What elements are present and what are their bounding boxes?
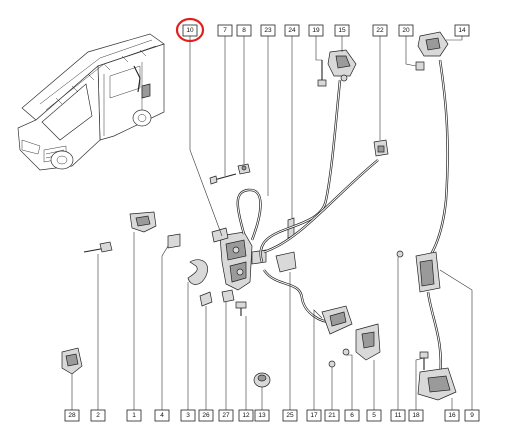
clip-4 bbox=[167, 233, 181, 249]
cable-16-inner bbox=[427, 291, 442, 379]
callout-5[interactable]: 5 bbox=[366, 409, 382, 422]
cable-23-inner bbox=[237, 189, 261, 241]
screw-6 bbox=[342, 348, 350, 356]
svg-text:27: 27 bbox=[222, 412, 230, 419]
svg-text:6: 6 bbox=[350, 412, 354, 419]
callout-15[interactable]: 15 bbox=[334, 24, 350, 37]
svg-text:3: 3 bbox=[186, 412, 190, 419]
damper-13 bbox=[253, 372, 271, 388]
cable-16-outer bbox=[426, 291, 442, 379]
cable-loop-17-inner bbox=[263, 269, 337, 323]
svg-text:22: 22 bbox=[376, 27, 384, 34]
cable-15-outer bbox=[259, 79, 342, 263]
callout-22[interactable]: 22 bbox=[372, 24, 388, 37]
svg-text:10: 10 bbox=[186, 27, 194, 34]
clip-27 bbox=[221, 289, 235, 303]
callout-3[interactable]: 3 bbox=[180, 409, 196, 422]
callout-14[interactable]: 14 bbox=[454, 24, 470, 37]
callout-21[interactable]: 21 bbox=[324, 409, 340, 422]
svg-text:11: 11 bbox=[395, 412, 402, 419]
cable-15-inner bbox=[260, 79, 341, 263]
handle-14 bbox=[415, 31, 449, 71]
lock-mechanism bbox=[211, 227, 267, 291]
svg-text:20: 20 bbox=[402, 27, 410, 34]
rod-7 bbox=[213, 173, 237, 181]
svg-text:8: 8 bbox=[242, 27, 246, 34]
callout-9[interactable]: 9 bbox=[464, 409, 480, 422]
callout-11[interactable]: 11 bbox=[390, 409, 406, 422]
svg-text:19: 19 bbox=[312, 27, 320, 34]
callout-27[interactable]: 27 bbox=[218, 409, 234, 422]
callout-24[interactable]: 24 bbox=[284, 24, 300, 37]
callout-1[interactable]: 1 bbox=[126, 409, 142, 422]
svg-text:7: 7 bbox=[223, 27, 227, 34]
part-28 bbox=[61, 347, 83, 375]
callout-12[interactable]: 12 bbox=[238, 409, 254, 422]
screw-11 bbox=[396, 250, 404, 258]
bracket-25 bbox=[275, 251, 297, 273]
callout-6[interactable]: 6 bbox=[344, 409, 360, 422]
callout-19[interactable]: 19 bbox=[308, 24, 324, 37]
rod-2 bbox=[83, 241, 113, 253]
callout-8[interactable]: 8 bbox=[236, 24, 252, 37]
actuator-9 bbox=[415, 251, 441, 293]
svg-text:1: 1 bbox=[132, 412, 136, 419]
screw-18 bbox=[419, 351, 429, 370]
bracket-1 bbox=[129, 211, 157, 233]
parts bbox=[61, 31, 457, 401]
highlight-circle bbox=[175, 17, 205, 43]
cable-17-inner bbox=[263, 159, 379, 253]
callout-7[interactable]: 7 bbox=[217, 24, 233, 37]
leader-lines bbox=[71, 32, 473, 410]
callout-20[interactable]: 20 bbox=[398, 24, 414, 37]
callout-23[interactable]: 23 bbox=[260, 24, 276, 37]
svg-text:23: 23 bbox=[264, 27, 272, 34]
callout-16[interactable]: 16 bbox=[444, 409, 460, 422]
svg-text:25: 25 bbox=[286, 412, 294, 419]
svg-text:18: 18 bbox=[412, 412, 420, 419]
svg-text:9: 9 bbox=[470, 412, 474, 419]
svg-text:16: 16 bbox=[448, 412, 456, 419]
svg-text:4: 4 bbox=[160, 412, 164, 419]
svg-text:5: 5 bbox=[372, 412, 376, 419]
callout-2[interactable]: 2 bbox=[90, 409, 106, 422]
callout-18[interactable]: 18 bbox=[408, 409, 424, 422]
bracket-5 bbox=[355, 323, 381, 361]
svg-text:2: 2 bbox=[96, 412, 100, 419]
handle-15 bbox=[327, 49, 357, 82]
cable-14-inner bbox=[423, 59, 449, 265]
bolt-19 bbox=[317, 60, 327, 87]
van-illustration bbox=[17, 33, 165, 171]
callout-10[interactable]: 10 bbox=[175, 17, 205, 43]
svg-text:26: 26 bbox=[202, 412, 210, 419]
svg-text:17: 17 bbox=[310, 412, 318, 419]
svg-text:28: 28 bbox=[68, 412, 76, 419]
clip-26 bbox=[199, 291, 213, 307]
clip-22 bbox=[373, 139, 389, 157]
callout-4[interactable]: 4 bbox=[154, 409, 170, 422]
screw-21 bbox=[328, 360, 336, 368]
screw-12 bbox=[235, 301, 247, 316]
svg-text:15: 15 bbox=[338, 27, 346, 34]
svg-text:12: 12 bbox=[242, 412, 250, 419]
callout-25[interactable]: 25 bbox=[282, 409, 298, 422]
callout-labels: 10 7 8 23 24 19 15 22 bbox=[64, 17, 480, 422]
callout-13[interactable]: 13 bbox=[254, 409, 270, 422]
callout-17[interactable]: 17 bbox=[306, 409, 322, 422]
svg-text:13: 13 bbox=[258, 412, 266, 419]
svg-text:21: 21 bbox=[328, 412, 336, 419]
svg-text:14: 14 bbox=[458, 27, 466, 34]
handle-17 bbox=[321, 305, 353, 335]
latch-16 bbox=[417, 367, 457, 401]
hose-3 bbox=[187, 259, 208, 285]
cable-17-outer bbox=[263, 159, 379, 254]
svg-text:24: 24 bbox=[288, 27, 296, 34]
callout-28[interactable]: 28 bbox=[64, 409, 80, 422]
callout-26[interactable]: 26 bbox=[198, 409, 214, 422]
